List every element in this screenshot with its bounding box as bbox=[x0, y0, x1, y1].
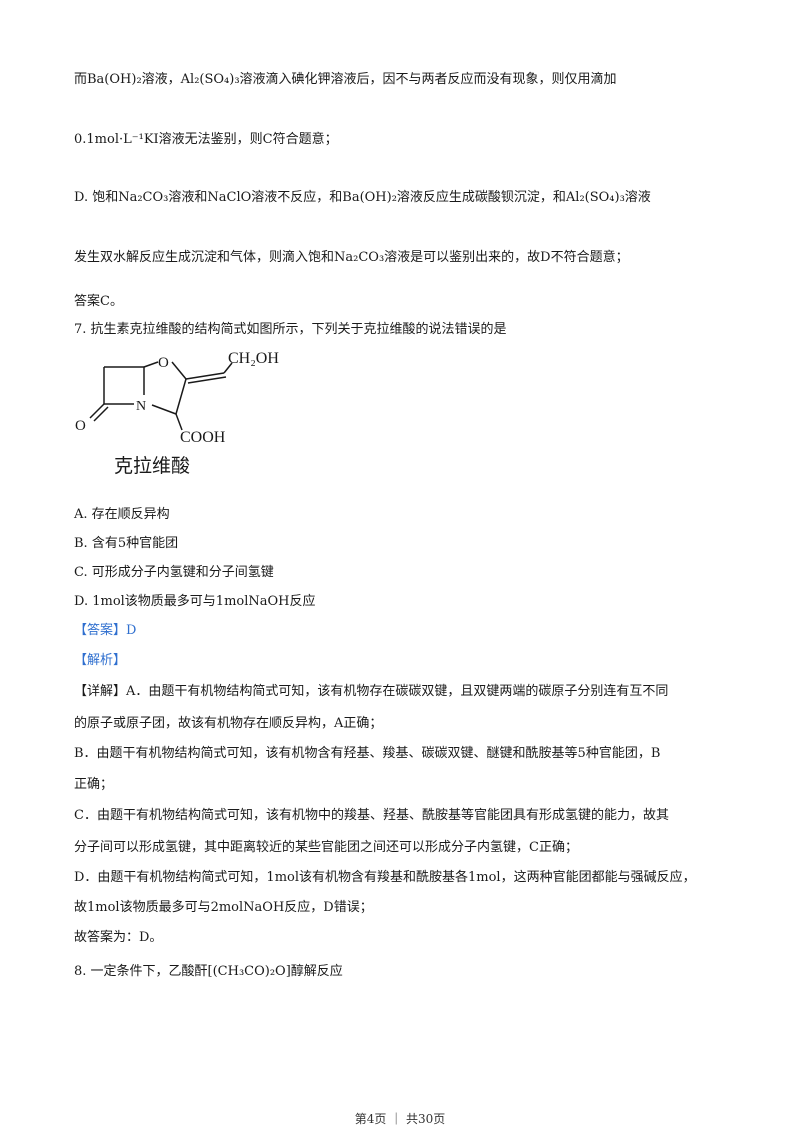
text-line-3: D. 饱和Na₂CO₃溶液和NaClO溶液不反应，和Ba(OH)₂溶液反应生成碳… bbox=[74, 190, 651, 205]
explanation-line-3: B．由题干有机物结构简式可知，该有机物含有羟基、羧基、碳碳双键、醚键和酰胺基等5… bbox=[74, 746, 661, 761]
compound-name: 克拉维酸 bbox=[114, 455, 190, 477]
clavulanic-acid-structure: O CH₂OH O N COOH 克拉维酸 bbox=[75, 350, 279, 477]
option-b: B. 含有5种官能团 bbox=[74, 536, 179, 551]
text-line-2: 0.1mol·L⁻¹KI溶液无法鉴别，则C符合题意； bbox=[74, 132, 338, 147]
option-c: C. 可形成分子内氢键和分子间氢键 bbox=[74, 565, 274, 580]
text-line-1: 而Ba(OH)₂溶液，Al₂(SO₄)₃溶液滴入碘化钾溶液后，因不与两者反应而没… bbox=[74, 72, 617, 87]
nitrogen-label: N bbox=[136, 399, 146, 414]
text-line-4: 发生双水解反应生成沉淀和气体，则滴入饱和Na₂CO₃溶液是可以鉴别出来的，故D不… bbox=[74, 250, 629, 265]
ch2oh-label: CH₂OH bbox=[228, 350, 279, 367]
question-7-stem: 7. 抗生素克拉维酸的结构简式如图所示，下列关于克拉维酸的说法错误的是 bbox=[74, 322, 507, 337]
cooh-label: COOH bbox=[180, 429, 226, 446]
explanation-line-8: 故1mol该物质最多可与2molNaOH反应，D错误； bbox=[74, 900, 373, 915]
explanation-line-9: 故答案为：D。 bbox=[74, 930, 163, 945]
explanation-line-2: 的原子或原子团，故该有机物存在顺反异构，A正确； bbox=[74, 716, 383, 731]
explanation-line-6: 分子间可以形成氢键，其中距离较近的某些官能团之间还可以形成分子内氢键，C正确； bbox=[74, 840, 578, 855]
explanation-line-1: 【详解】A．由题干有机物结构简式可知，该有机物存在碳碳双键，且双键两端的碳原子分… bbox=[74, 684, 669, 699]
answer-tag: 【答案】D bbox=[74, 623, 137, 638]
analysis-tag: 【解析】 bbox=[74, 651, 126, 671]
option-a: A. 存在顺反异构 bbox=[74, 507, 170, 522]
analysis-tag-text: 【解析】 bbox=[74, 653, 127, 668]
option-d: D. 1mol该物质最多可与1molNaOH反应 bbox=[74, 594, 316, 609]
explanation-line-7: D．由题干有机物结构简式可知，1mol该有机物含有羧基和酰胺基各1mol，这两种… bbox=[74, 870, 696, 885]
question-8-stem: 8. 一定条件下，乙酸酐[(CH₃CO)₂O]醇解反应 bbox=[74, 964, 343, 979]
explanation-line-4: 正确； bbox=[74, 777, 114, 792]
explanation-line-5: C．由题干有机物结构简式可知，该有机物中的羧基、羟基、酰胺基等官能团具有形成氢键… bbox=[74, 808, 669, 823]
carbonyl-oxygen-label: O bbox=[75, 418, 86, 434]
ring-oxygen-label: O bbox=[158, 355, 169, 371]
text-line-5: 答案C。 bbox=[74, 294, 123, 309]
page-footer: 第4页 ｜ 共30页 bbox=[354, 1112, 446, 1126]
answer-line: 【答案】D bbox=[74, 621, 136, 641]
